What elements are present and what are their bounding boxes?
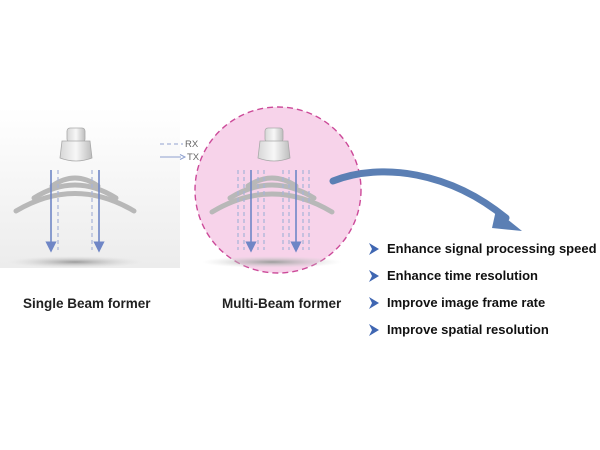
benefit-text: Enhance time resolution — [387, 268, 538, 283]
benefit-item: Improve spatial resolution — [369, 316, 597, 343]
probe-head — [60, 141, 92, 161]
multi-base-shadow — [202, 256, 342, 268]
benefit-item: Enhance time resolution — [369, 262, 597, 289]
probe-handle — [265, 128, 283, 142]
benefit-text: Enhance signal processing speed — [387, 241, 597, 256]
arrow-bullet-icon — [369, 297, 379, 309]
benefit-item: Improve image frame rate — [369, 289, 597, 316]
single-beam-panel — [0, 108, 180, 268]
single-base-shadow — [7, 256, 143, 268]
benefit-text: Improve spatial resolution — [387, 322, 549, 337]
arrow-bullet-icon — [369, 324, 379, 336]
benefits-list: Enhance signal processing speed Enhance … — [369, 235, 597, 343]
multi-beam-panel — [195, 107, 361, 273]
arrow-bullet-icon — [369, 243, 379, 255]
benefit-item: Enhance signal processing speed — [369, 235, 597, 262]
curved-arrow-head — [492, 210, 522, 231]
legend-rx-label: RX — [185, 139, 199, 150]
probe-head — [258, 141, 290, 161]
benefit-text: Improve image frame rate — [387, 295, 545, 310]
legend-tx-label: TX — [187, 152, 200, 163]
single-beam-caption: Single Beam former — [23, 296, 151, 311]
multi-beam-caption: Multi-Beam former — [222, 296, 341, 311]
probe-handle — [67, 128, 85, 142]
arrow-bullet-icon — [369, 270, 379, 282]
curved-arrow — [333, 172, 522, 231]
